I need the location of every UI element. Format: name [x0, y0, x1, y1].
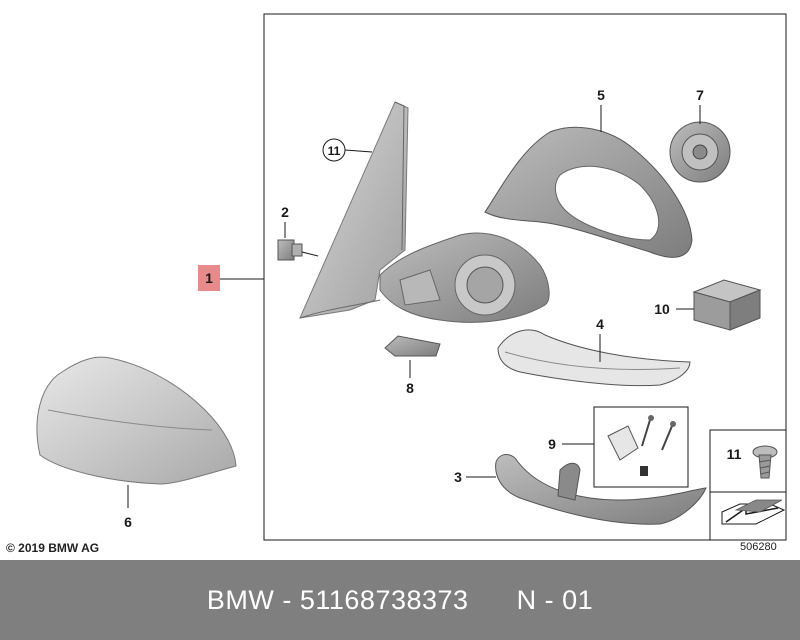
footer-bar: BMW - 51168738373 N - 01 — [0, 560, 800, 640]
part-11-screw — [752, 445, 778, 479]
part-3-lower-trim — [495, 454, 707, 525]
footer-variant: N - 01 — [516, 585, 594, 615]
part-4-turn-signal — [497, 329, 691, 387]
footer-gap — [469, 585, 517, 615]
leader-2b — [301, 251, 319, 257]
part-9-fastener-kit — [593, 406, 689, 488]
mirror-adjustment-housing — [379, 232, 550, 323]
part-11-mirror-glass-base — [299, 101, 409, 319]
callout-11-inset: 11 — [727, 446, 742, 462]
leader-11 — [344, 149, 373, 153]
part-2-connector — [277, 239, 303, 261]
exploded-parts-diagram: 6 1 11 2 8 5 7 — [36, 13, 787, 541]
main-assembly-frame — [263, 13, 787, 541]
inset-arrow-symbol — [721, 499, 786, 525]
callout-2: 2 — [281, 204, 289, 220]
callout-8: 8 — [406, 380, 414, 396]
part-8-cover — [384, 335, 441, 357]
footer-separator: - — [274, 585, 300, 615]
footer-part-number: 51168738373 — [299, 585, 469, 615]
copyright-notice: © 2019 BMW AG — [6, 541, 100, 555]
part-7-adjustment-motor — [669, 121, 731, 183]
part-10-box — [692, 279, 762, 331]
part-5-housing-frame — [484, 126, 693, 258]
callout-11: 11 — [328, 144, 341, 158]
footer-brand: BMW — [206, 585, 275, 615]
callout-5: 5 — [597, 87, 605, 103]
callout-10: 10 — [654, 301, 670, 317]
callout-7: 7 — [696, 87, 704, 103]
footer-part-label: BMW - 51168738373 N - 01 — [0, 560, 800, 640]
part-6-mirror-cap — [36, 356, 237, 485]
callout-9: 9 — [548, 436, 556, 452]
callout-3: 3 — [454, 469, 462, 485]
callout-6: 6 — [124, 514, 132, 530]
callout-1: 1 — [205, 270, 213, 286]
diagram-number: 506280 — [740, 541, 777, 553]
highlight-box-1 — [198, 265, 220, 291]
callout-4: 4 — [596, 316, 604, 332]
